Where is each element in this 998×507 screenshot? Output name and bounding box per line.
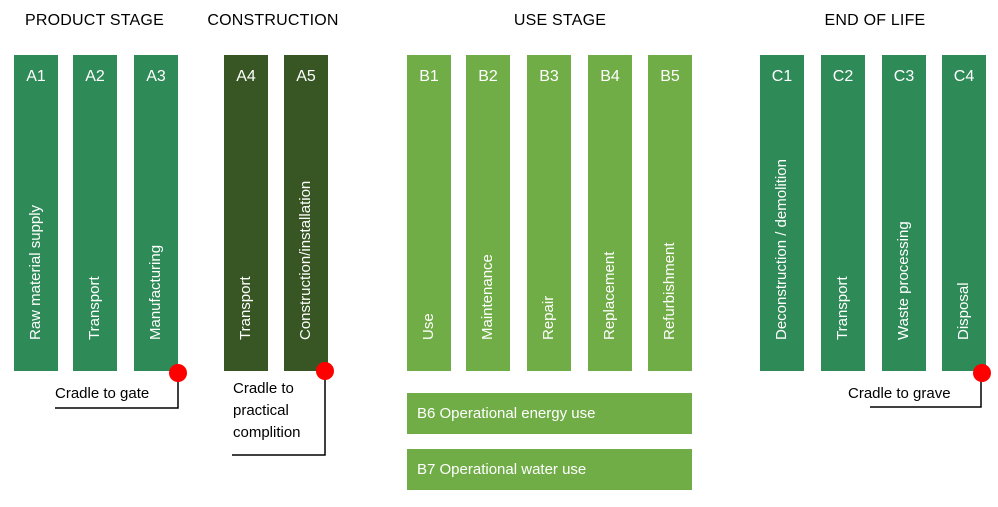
cradle-to-practical-bracket [232, 373, 326, 456]
module-code: A3 [146, 68, 166, 85]
stage-title-use: USE STAGE [513, 12, 607, 29]
module-code: A2 [85, 68, 105, 85]
cradle-to-gate-label: Cradle to gate [55, 385, 150, 402]
module-code: C2 [832, 68, 854, 85]
stage-title-product: PRODUCT STAGE [25, 12, 164, 29]
cradle-to-practical-marker [316, 362, 334, 380]
module-code: A4 [236, 68, 256, 85]
module-code: A1 [26, 68, 46, 85]
cradle-to-grave-bracket [870, 373, 982, 408]
stage-title-construction: CONSTRUCTION [207, 12, 339, 29]
module-code: B3 [539, 68, 559, 85]
cradle-to-gate-marker [169, 364, 187, 382]
cradle-to-gate-bracket [55, 373, 179, 409]
module-b6-bar: B6 Operational energy use [407, 393, 692, 434]
module-code: B2 [478, 68, 498, 85]
module-code: C3 [893, 68, 915, 85]
module-code: B5 [660, 68, 680, 85]
cradle-to-grave-marker [973, 364, 991, 382]
module-code: A5 [296, 68, 316, 85]
cradle-to-practical-line-1: Cradle to [233, 380, 294, 397]
cradle-to-grave-label: Cradle to grave [848, 385, 951, 402]
module-code: B1 [419, 68, 439, 85]
module-code: B4 [600, 68, 620, 85]
cradle-to-practical-label: Cradle to practical complition [233, 378, 301, 444]
stage-title-end-of-life: END OF LIFE [824, 12, 926, 29]
cradle-to-practical-line-3: complition [233, 424, 301, 441]
module-code: C1 [771, 68, 793, 85]
module-code: C4 [953, 68, 975, 85]
cradle-to-practical-line-2: practical [233, 402, 289, 419]
module-b7-bar: B7 Operational water use [407, 449, 692, 490]
